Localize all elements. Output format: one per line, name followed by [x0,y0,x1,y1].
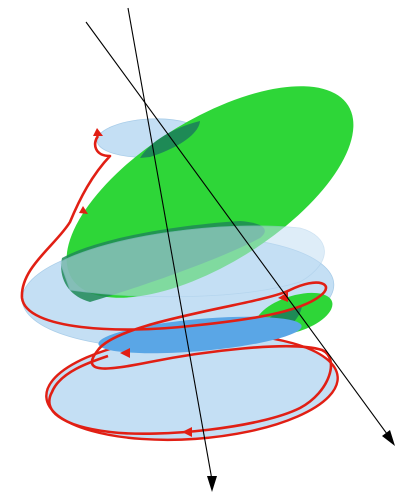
line-arrowhead-icon [382,430,395,446]
top-overlap-region [140,121,200,158]
translucent-band [59,225,325,298]
steep-black-line [127,7,213,481]
line-arrowhead-icon [207,476,217,492]
curve-arrowhead-icon [79,206,88,214]
black-lines [85,7,395,492]
curve-arrowhead-icon [93,128,103,136]
curve-arrowhead-icon [120,348,130,358]
curve-arrowhead-icon [182,427,192,437]
diagonal-black-line [85,21,391,439]
red-arrowheads [79,128,288,437]
red-helix-curve [20,135,333,436]
